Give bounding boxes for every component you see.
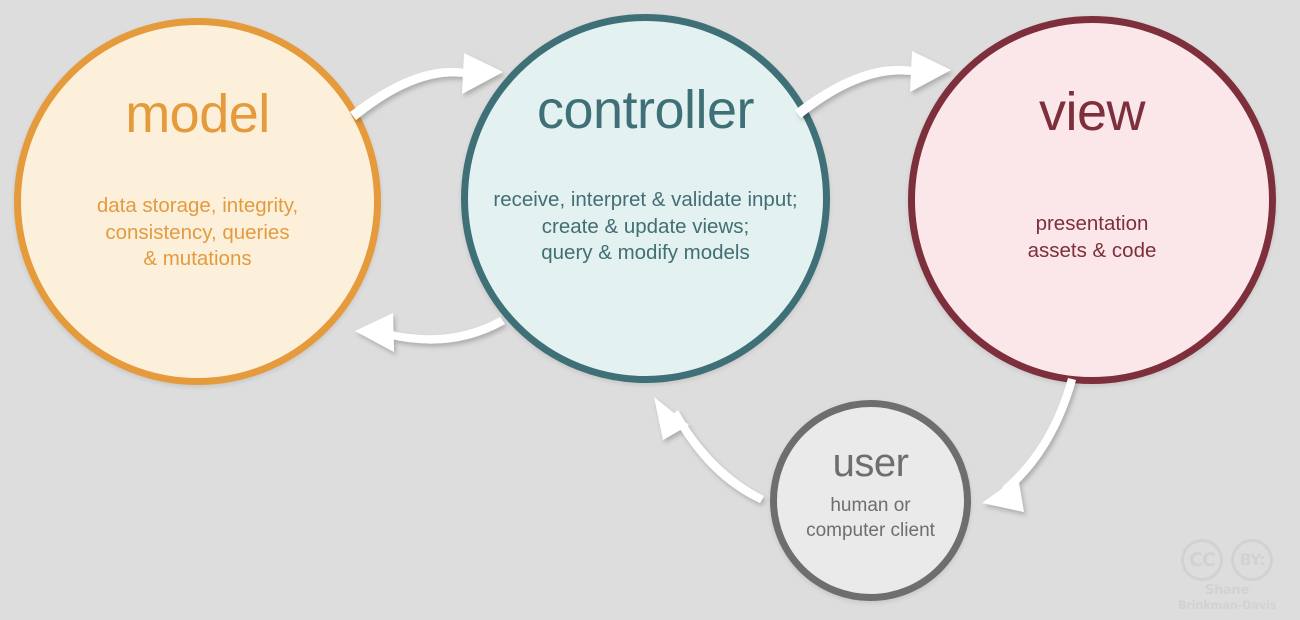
cc-badge-group: CC BY:: [1181, 538, 1273, 581]
node-view-description: presentation assets & code: [1027, 212, 1157, 262]
node-model-title: model: [125, 84, 270, 144]
node-view-title: view: [1038, 82, 1146, 142]
author-attribution: Shane Brinkman-Davis: [1177, 582, 1277, 612]
node-model[interactable]: model data storage, integrity, consisten…: [14, 18, 381, 385]
node-model-description: data storage, integrity, consistency, qu…: [96, 194, 299, 271]
author-first-name: Shane: [1205, 582, 1249, 598]
arrow-controller-to-model: [355, 313, 505, 352]
node-controller[interactable]: controller receive, interpret & validate…: [461, 14, 830, 383]
author-last-name: Brinkman-Davis: [1177, 597, 1277, 612]
node-controller-title: controller: [536, 80, 755, 140]
creative-commons-icon: CC: [1181, 538, 1223, 581]
node-user-description: human or computer client: [806, 495, 935, 541]
attribution-icon: BY:: [1231, 538, 1273, 581]
arrow-view-to-user: [982, 378, 1076, 512]
arrow-user-to-controller: [654, 397, 764, 503]
node-user[interactable]: user human or computer client: [770, 400, 971, 601]
arrow-controller-to-view: [795, 51, 951, 118]
node-view[interactable]: view presentation assets & code: [908, 16, 1276, 384]
creative-commons-watermark: CC BY: Shane Brinkman-Davis: [1162, 538, 1292, 612]
node-controller-description: receive, interpret & validate input; cre…: [493, 188, 798, 265]
arrow-model-to-controller: [350, 53, 503, 120]
node-user-title: user: [832, 441, 909, 485]
